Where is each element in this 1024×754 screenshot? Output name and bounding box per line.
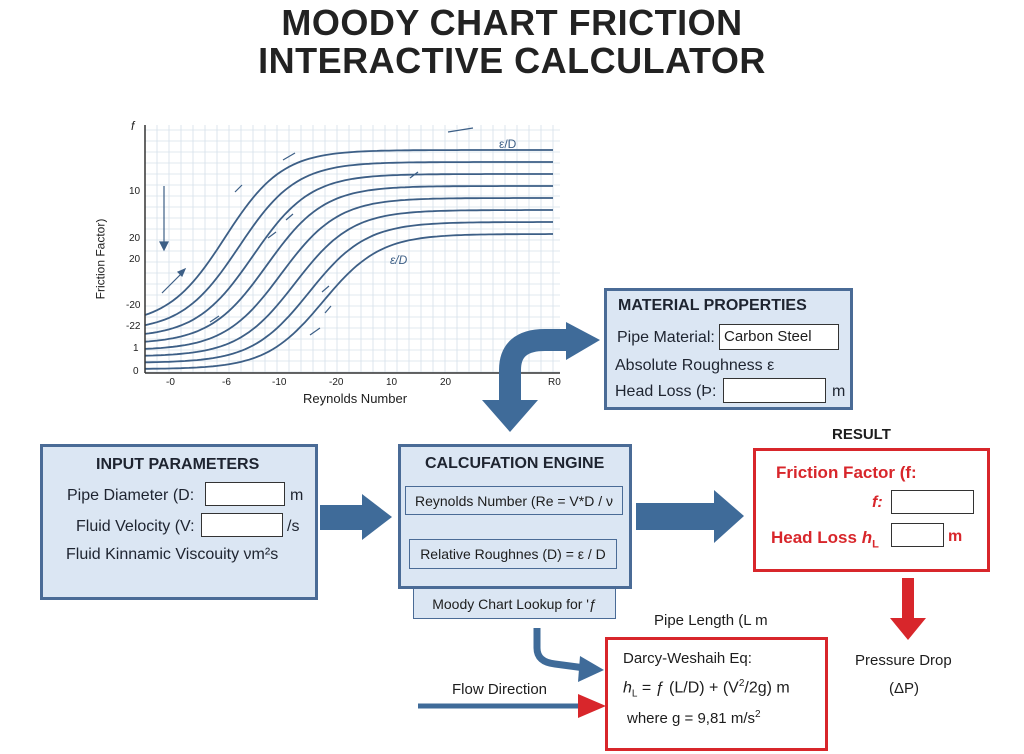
pressure-drop-label: Pressure Drop	[855, 652, 952, 669]
darcy-formula-sup: 2	[738, 678, 745, 689]
pipe-material-select[interactable]: Carbon Steel	[719, 324, 839, 350]
y-tick-label: 20	[129, 254, 141, 265]
gravity-text: where g = 9,81 m/s	[627, 710, 755, 727]
calculation-engine-title: CALCUFATION ENGINE	[425, 455, 605, 472]
flow-direction-head	[578, 694, 606, 718]
moody-curve	[144, 209, 553, 357]
material-head-loss-input[interactable]	[723, 378, 826, 403]
material-head-loss-unit: m	[832, 383, 846, 400]
arrow-lookup-darcy	[533, 628, 586, 672]
result-heading: RESULT	[832, 426, 891, 443]
material-head-loss-label: Head Loss (Þ:	[615, 383, 717, 400]
chart-curves	[144, 149, 553, 370]
flow-direction-label: Flow Direction	[452, 681, 548, 698]
chart-dashes	[209, 127, 474, 336]
pipe-diameter-input[interactable]	[205, 482, 285, 506]
x-tick-label: 20	[440, 377, 452, 388]
friction-factor-label: Friction Factor (f:	[776, 463, 917, 482]
reynolds-formula-box: Reynolds Number (Re = V*D / ν	[405, 486, 623, 515]
arrow-engine-result-head	[714, 490, 744, 543]
head-loss-output[interactable]	[891, 523, 944, 547]
x-tick-label: 10	[386, 377, 398, 388]
arrow-engine-result-shaft	[636, 503, 716, 530]
darcy-title: Darcy-Weshaih Eq:	[623, 650, 752, 667]
friction-factor-output[interactable]	[891, 490, 974, 514]
arrow-lookup-darcy-head	[578, 656, 604, 682]
pipe-material-label: Pipe Material:	[617, 329, 715, 346]
page-title-line1: MOODY CHART FRICTION	[281, 2, 743, 43]
curved-arrow-head-right	[566, 322, 600, 360]
pipe-diameter-unit: m	[290, 487, 304, 504]
fluid-velocity-label: Fluid Velocity (V:	[76, 518, 195, 535]
moody-curve	[145, 233, 553, 370]
y-tick-label: 20	[129, 233, 141, 244]
f-symbol-label: f:	[872, 494, 883, 511]
chart-y-symbol: f	[131, 119, 135, 133]
darcy-h-symbol: h	[623, 679, 632, 697]
x-tick-label: -20	[329, 377, 344, 388]
page-title-line2: INTERACTIVE CALCULATOR	[258, 40, 766, 81]
chart-ylabel: Friction Factor)	[93, 218, 108, 300]
chart-curve-label-mid: ε/D	[390, 253, 408, 267]
chart-xlabel: Reynolds Number	[303, 391, 408, 406]
moody-curve	[144, 197, 553, 350]
curved-arrow-engine-material	[499, 329, 570, 400]
result-head-loss-label: Head Loss hL	[771, 528, 879, 550]
x-tick-label: R0	[548, 377, 561, 388]
fluid-velocity-input[interactable]	[201, 513, 283, 537]
moody-lookup-label: Moody Chart Lookup for 'ƒ	[432, 595, 597, 612]
x-tick-label: -6	[222, 377, 231, 388]
moody-curve	[144, 161, 553, 327]
arrow-input-engine-shaft	[320, 505, 365, 530]
x-tick-label: -10	[272, 377, 287, 388]
pressure-arrow-shaft	[902, 578, 914, 620]
chart-small-arrows	[159, 186, 187, 294]
darcy-equation-panel	[605, 637, 828, 751]
y-tick-label: -20	[126, 300, 141, 311]
arrow-input-engine-head	[362, 494, 392, 540]
curved-arrow-head-down	[482, 400, 538, 432]
relative-roughness-box: Relative Roughnes (D) = ε / D	[409, 539, 617, 569]
darcy-formula-a: = ƒ (L/D) + (V	[637, 679, 739, 697]
darcy-formula-b: /2g) m	[744, 679, 790, 697]
gravity-note: where g = 9,81 m/s2	[627, 709, 761, 727]
result-head-loss-text: Head Loss	[771, 528, 857, 547]
moody-curve	[144, 185, 553, 343]
moody-curve	[144, 149, 553, 316]
relative-roughness-formula: Relative Roughnes (D) = ε / D	[420, 546, 606, 562]
y-tick-label: 1	[133, 343, 139, 354]
fluid-velocity-unit: /s	[287, 518, 300, 535]
darcy-h-sub: L	[631, 688, 638, 700]
kinematic-viscosity-label: Fluid Kinnamic Viscouity νm²s	[66, 546, 279, 563]
gravity-sup: 2	[754, 709, 761, 720]
moody-curve	[144, 173, 553, 335]
pipe-length-label: Pipe Length (L m	[654, 612, 768, 629]
result-h-symbol: h	[861, 528, 873, 547]
darcy-formula: hL = ƒ (L/D) + (V2/2g) m	[623, 678, 790, 700]
reynolds-formula: Reynolds Number (Re = V*D / ν	[414, 492, 614, 509]
head-loss-unit: m	[948, 528, 963, 545]
pressure-arrow-head	[890, 618, 926, 640]
input-parameters-title: INPUT PARAMETERS	[96, 456, 260, 473]
absolute-roughness-label: Absolute Roughness ε	[615, 357, 775, 374]
material-properties-title: MATERIAL PROPERTIES	[618, 297, 807, 314]
moody-curve	[145, 221, 553, 364]
y-tick-label: 10	[129, 186, 141, 197]
pipe-diameter-label: Pipe Diameter (D:	[67, 487, 195, 504]
pressure-drop-symbol: (ΔP)	[889, 680, 920, 697]
result-h-sub: L	[872, 538, 879, 551]
pipe-material-value: Carbon Steel	[724, 328, 812, 345]
moody-lookup-box[interactable]: Moody Chart Lookup for 'ƒ	[413, 589, 616, 619]
chart-curve-label-top: ε/D	[499, 137, 517, 151]
y-tick-label: -22	[126, 321, 141, 332]
y-tick-label: 0	[133, 366, 139, 377]
x-tick-label: -0	[166, 377, 175, 388]
